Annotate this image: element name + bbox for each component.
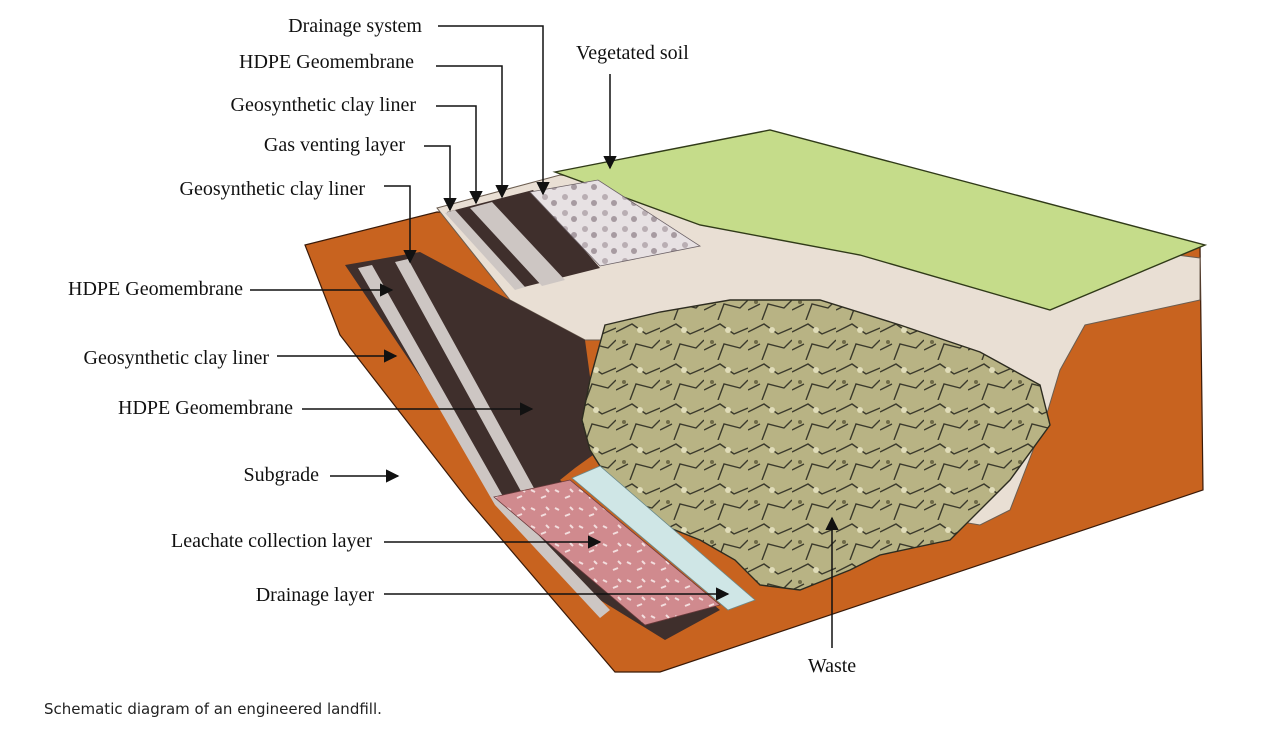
landfill-diagram: Drainage system HDPE Geomembrane Geosynt… [0, 0, 1265, 690]
label-drainage-system: Drainage system [288, 15, 422, 37]
leader-gas-venting [424, 146, 450, 210]
leader-hdpe-cover [436, 66, 502, 197]
label-gcl-upper-liner: Geosynthetic clay liner [180, 178, 366, 200]
figure-caption: Schematic diagram of an engineered landf… [44, 700, 382, 718]
label-gcl-cover: Geosynthetic clay liner [231, 94, 417, 116]
diagram-shapes [305, 130, 1205, 672]
leader-gcl-cover [436, 106, 476, 203]
label-waste: Waste [808, 655, 856, 677]
label-subgrade: Subgrade [243, 464, 319, 486]
label-vegetated-soil: Vegetated soil [576, 42, 689, 64]
label-hdpe-cover: HDPE Geomembrane [239, 51, 414, 73]
label-hdpe-liner-1: HDPE Geomembrane [68, 278, 243, 300]
label-drainage-layer: Drainage layer [256, 584, 375, 606]
label-gas-venting: Gas venting layer [264, 134, 405, 156]
label-hdpe-liner-2: HDPE Geomembrane [118, 397, 293, 419]
label-gcl-liner: Geosynthetic clay liner [84, 347, 270, 369]
label-leachate: Leachate collection layer [171, 530, 372, 552]
leader-drainage-system [438, 26, 543, 194]
